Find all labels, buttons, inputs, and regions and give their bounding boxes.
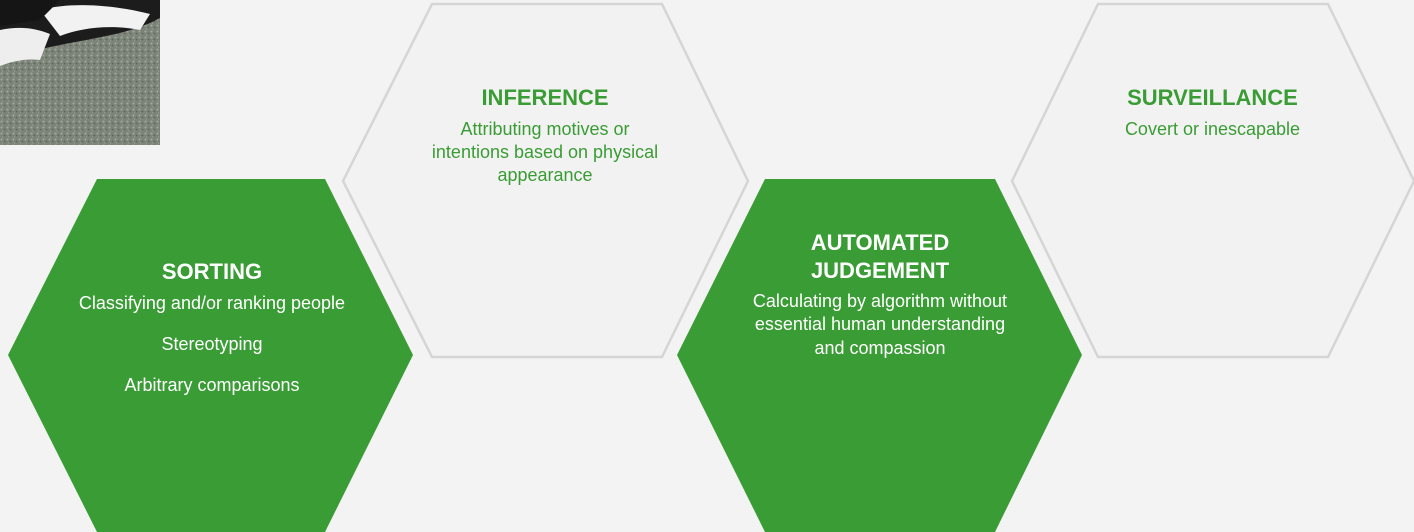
cat-fur-photo-icon	[0, 0, 160, 145]
hex-automated-shape	[677, 179, 1082, 532]
cat-photo	[0, 0, 160, 145]
hex-inference: INFERENCE Attributing motives or intenti…	[405, 84, 685, 188]
hex-automated: AUTOMATED JUDGEMENT Calculating by algor…	[735, 229, 1025, 360]
hex-inference-shape	[341, 2, 750, 359]
hex-sorting-line-1: Classifying and/or ranking people	[78, 292, 346, 313]
hex-automated-desc: Calculating by algorithm without essenti…	[752, 291, 1008, 358]
hex-sorting: SORTING Classifying and/or ranking peopl…	[62, 258, 362, 398]
hex-surveillance-shape	[1010, 2, 1414, 359]
hex-inference-desc: Attributing motives or intentions based …	[431, 118, 659, 186]
hex-sorting-line-2: Stereotyping	[161, 333, 263, 354]
hex-sorting-shape	[8, 179, 413, 532]
hex-inference-title: INFERENCE	[481, 85, 609, 110]
hex-surveillance-desc: Covert or inescapable	[1124, 118, 1301, 139]
hex-surveillance: SURVEILLANCE Covert or inescapable	[1070, 84, 1355, 141]
hex-sorting-title: SORTING	[161, 259, 263, 284]
hex-automated-title: AUTOMATED JUDGEMENT	[810, 230, 950, 283]
hex-surveillance-title: SURVEILLANCE	[1127, 85, 1298, 110]
hex-sorting-line-3: Arbitrary comparisons	[124, 375, 300, 396]
